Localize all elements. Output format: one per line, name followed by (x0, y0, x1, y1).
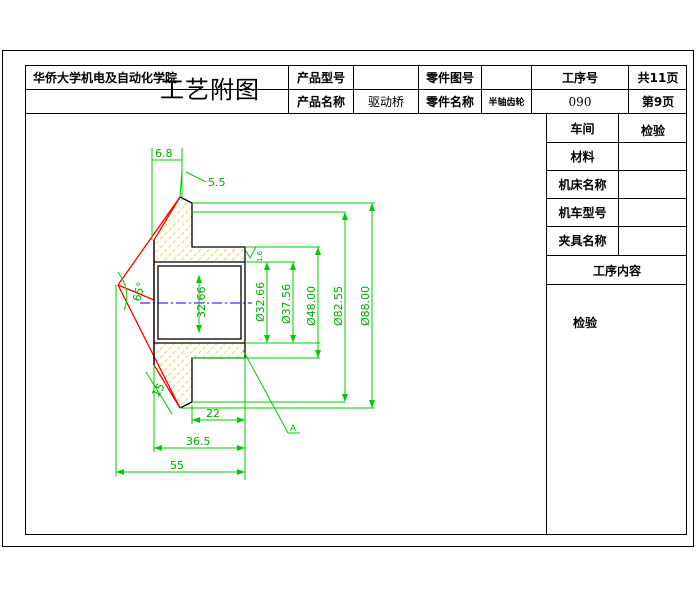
side-row-line-6 (546, 284, 687, 285)
header-vline-3 (418, 65, 419, 113)
sheet-title: 工艺附图 (160, 76, 260, 104)
part-drawing-label: 零件图号 (425, 71, 474, 85)
material-label: 材料 (570, 149, 595, 164)
header-vline-2 (353, 65, 354, 113)
header-vline-4 (481, 65, 482, 113)
header-bottom-line (25, 113, 687, 114)
dimension-lines (115, 148, 375, 480)
part-name-label: 零件名称 (425, 95, 474, 109)
product-name-value: 驱动桥 (367, 95, 404, 109)
dim-d5: Ø88.00 (359, 286, 372, 326)
upper-section-hatch (154, 197, 245, 262)
side-row-line-5 (546, 255, 687, 256)
label-a: A (290, 424, 297, 434)
dim-side: 15 (149, 381, 167, 400)
machine-model-label: 机车型号 (558, 205, 607, 220)
side-row-line-2 (546, 170, 687, 171)
part-name-value: 半轴齿轮 (488, 98, 525, 108)
header-vline-6 (628, 65, 629, 113)
dim-top-width: 6.8 (155, 147, 173, 160)
side-row-line-1 (546, 142, 687, 143)
dim-h3: 55 (170, 459, 184, 472)
dimension-arrows (116, 203, 375, 475)
process-content-label: 工序内容 (592, 263, 641, 278)
process-no-value: 090 (568, 94, 592, 109)
page-number: 第9页 (641, 95, 675, 109)
school-name: 华侨大学机电及自动化学院 (33, 71, 178, 85)
lower-section-hatch (154, 343, 245, 408)
header-vline-1 (288, 65, 289, 113)
workshop-value: 检验 (640, 123, 665, 138)
total-pages: 共11页 (637, 71, 679, 85)
product-model-label: 产品型号 (296, 71, 345, 85)
dim-angle: 65° (130, 281, 148, 303)
outer-frame (2, 50, 694, 547)
header-vline-5 (531, 65, 532, 113)
dim-bore-phi: Ø32.66 (254, 282, 267, 322)
machine-name-label: 机床名称 (558, 177, 607, 192)
side-row-line-3 (546, 198, 687, 199)
side-panel-mid-line (618, 113, 619, 255)
roughness-value: 1.6 (256, 250, 264, 262)
fixture-name-label: 夹具名称 (558, 234, 607, 248)
side-row-line-4 (546, 226, 687, 227)
process-content-value: 检验 (572, 315, 597, 330)
dim-d2: Ø37.56 (280, 284, 293, 324)
header-mid-line (25, 89, 687, 90)
process-no-label: 工序号 (561, 71, 598, 85)
dim-h2: 36.5 (186, 435, 211, 448)
dim-bore-inner: 32.66 (195, 287, 208, 319)
dim-chamfer: 5.5 (208, 176, 226, 189)
product-name-label: 产品名称 (296, 95, 345, 109)
dim-d3: Ø48.00 (305, 286, 318, 326)
dim-d4: Ø82.55 (332, 286, 345, 326)
workshop-label: 车间 (570, 121, 595, 136)
inner-frame (25, 65, 687, 535)
dim-h1: 22 (206, 407, 220, 420)
side-panel-left-line (546, 113, 547, 535)
